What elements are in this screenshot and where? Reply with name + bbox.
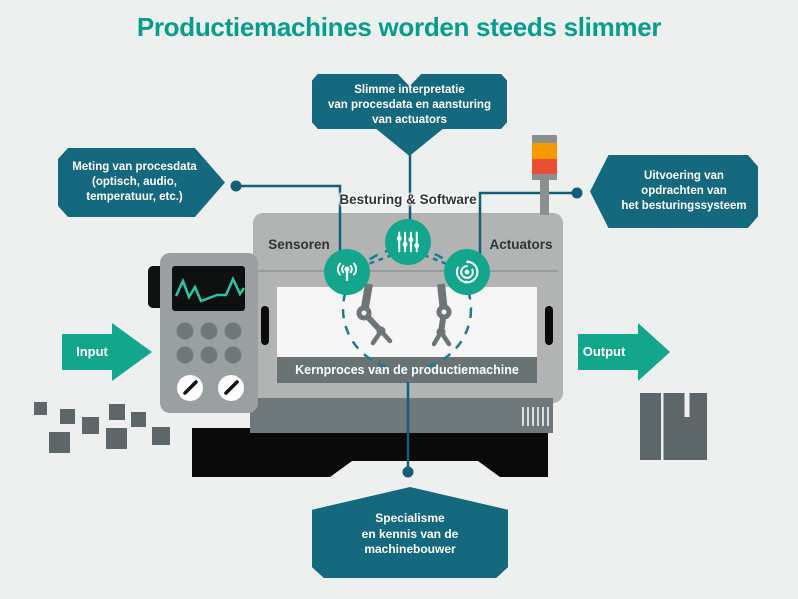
radio-signal-icon: [337, 262, 357, 281]
input-label: Input: [76, 344, 108, 359]
stack-light-red: [532, 159, 557, 174]
machine-window: [277, 287, 537, 357]
callout-left-text: Meting van procesdata (optisch, audio, t…: [72, 161, 197, 203]
callout-right-text: Uitvoering van opdrachten van het bestur…: [621, 170, 747, 212]
stack-light-orange: [532, 143, 557, 159]
software-chip: [385, 219, 431, 265]
connector-left-line: [236, 184, 342, 260]
sliders-icon: [396, 231, 420, 253]
machine-foot-band: [250, 398, 553, 433]
rotation-arrows-icon: [455, 259, 479, 285]
page-title: Productiemachines worden steeds slimmer: [136, 12, 662, 42]
output-label: Output: [582, 344, 626, 359]
callout-command-execution: Uitvoering van opdrachten van het bestur…: [590, 155, 758, 228]
panel-knobs: [177, 375, 244, 401]
callout-top-text: Slimme interpretatie van procesdata en a…: [328, 84, 491, 126]
software-label: Besturing & Software: [339, 192, 477, 207]
robot-arm-right: [431, 283, 452, 347]
output-arrow: [578, 323, 670, 381]
callout-bottom-text: Specialisme en kennis van de machinebouw…: [361, 511, 459, 556]
raw-material-squares: [34, 402, 170, 453]
machine-handle-left: [261, 306, 269, 345]
finished-product: [640, 393, 707, 460]
core-process-label: Kernproces van de productiemachine: [295, 363, 519, 377]
ventilation-grille: [522, 407, 549, 426]
machine-base: [192, 428, 548, 477]
oscilloscope-screen: [172, 266, 245, 311]
input-arrow: [62, 323, 152, 381]
sensors-label: Sensoren: [268, 237, 330, 252]
connector-left-dot: [230, 180, 242, 192]
actuators-label: Actuators: [489, 237, 553, 252]
connector-right-dot: [571, 187, 583, 199]
stack-light: [532, 135, 557, 215]
robot-arm-left: [356, 283, 393, 346]
actuators-chip: [444, 249, 490, 295]
machine-handle-right: [545, 306, 553, 345]
waveform: [174, 275, 246, 303]
callout-process-measurement: Meting van procesdata (optisch, audio, t…: [58, 148, 225, 217]
core-process-bar: [277, 357, 537, 383]
sensors-chip: [324, 249, 370, 295]
panel-buttons: [176, 322, 242, 364]
connector-bottom-dot: [402, 466, 414, 478]
control-panel: [148, 253, 258, 413]
